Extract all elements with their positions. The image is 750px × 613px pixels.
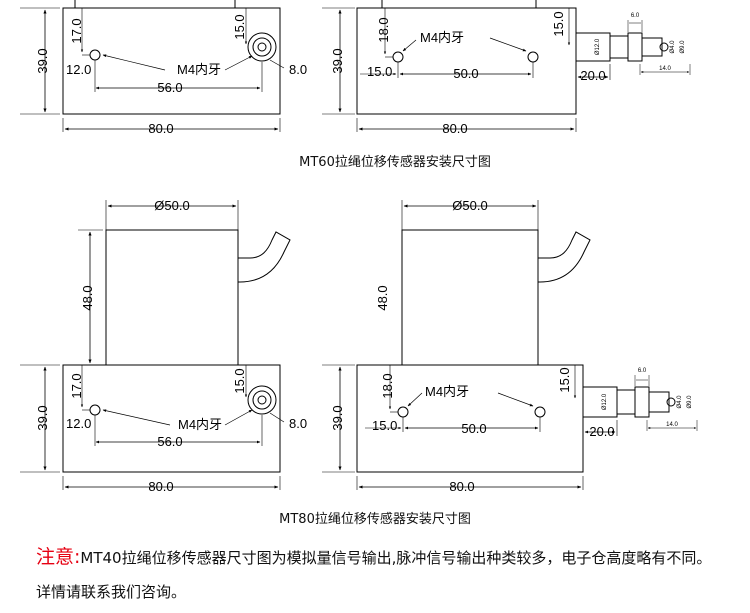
mt80-right-start-label: 15.0 [372,418,397,433]
mt60-right-connector [575,32,611,62]
mt80-right-dia4-label: Ø4.0 [677,395,683,409]
mt60-right-dia12-label: Ø12.0 [595,38,601,55]
mt80-right-height-label: 39.0 [330,405,345,430]
note-label: 注意: [36,546,81,568]
mt60-right-spacing-label: 50.0 [453,66,478,81]
mt80-right-width-label: 80.0 [449,479,474,494]
mt80-right-hole-2 [534,406,546,418]
mt80-left-cable-outlet [238,231,291,283]
mt60-right-width-label: 80.0 [442,121,467,136]
mt60-right-hole-2 [527,51,539,63]
mt60-right-len14-label: 14.0 [659,66,671,72]
mt80-left-hole-x-label: 12.0 [66,416,91,431]
note-text: MT40拉绳位移传感器尺寸图为模拟量信号输出,脉冲信号输出种类较多，电子仓高度略… [36,549,712,601]
mt60-right-thread-label: M4内牙 [420,30,464,45]
mt80-caption: MT80拉绳位移传感器安装尺寸图 [279,511,471,527]
mt80-left-hole-y-label: 17.0 [69,373,84,398]
mt60-left-thread-label: M4内牙 [177,62,221,77]
mt80-right-spacing-label: 50.0 [461,421,486,436]
mt60-right-hole-y-label: 18.0 [376,17,391,42]
mt80-right-exit-y-label: 15.0 [557,367,572,392]
mt60-right-dia4-label: Ø4.0 [670,40,676,54]
mt60-left-height-label: 39.0 [35,48,50,73]
mt60-right-small-6-label: 6.0 [631,13,640,19]
mt60-left-hole [89,49,101,61]
mt80-right-hole-y-label: 18.0 [380,373,395,398]
mt80-right-dia12-label: Ø12.0 [602,393,608,410]
mt60-right-view [322,0,691,132]
mt60-left-base [62,7,281,115]
mt80-left-thread-label: M4内牙 [178,417,222,432]
mt60-left-view [20,0,285,132]
mt80-left-width-label: 80.0 [148,479,173,494]
mt80-left-cable-exit [247,385,277,415]
mt80-left-base [62,364,281,473]
mt80-right-cable-outlet [538,231,591,283]
mt60-right-exit-y-label: 15.0 [551,11,566,36]
mt80-right-view [322,200,698,490]
mt80-left-exit-x-label: 8.0 [289,416,307,431]
mt60-caption: MT60拉绳位移传感器安装尺寸图 [299,154,491,170]
mt60-left-spacing-label: 56.0 [157,80,182,95]
mt80-left-body-h-label: 48.0 [80,285,95,310]
mt60-left-hole-x-label: 12.0 [66,62,91,77]
mt80-right-small-6-label: 6.0 [638,368,647,374]
mt80-right-connector-label: 20.0 [589,424,614,439]
installation-note: 注意:MT40拉绳位移传感器尺寸图为模拟量信号输出,脉冲信号输出种类较多，电子仓… [36,540,726,609]
mt60-left-cable-exit [247,32,277,62]
mt80-right-base [356,364,584,473]
mt60-left-width-label: 80.0 [148,121,173,136]
mt80-left-exit-y-label: 15.0 [232,368,247,393]
mt60-right-start-label: 15.0 [367,64,392,79]
mt80-left-view [20,200,291,490]
mt80-left-height-label: 39.0 [35,405,50,430]
mt80-right-diameter-label: Ø50.0 [452,198,487,213]
mt80-left-hole [89,404,101,416]
mt60-right-dia9-label: Ø9.0 [680,40,686,54]
mt80-right-len14-label: 14.0 [666,422,678,428]
mt80-right-dia9-label: Ø9.0 [687,395,693,409]
mt60-left-exit-y-label: 15.0 [232,14,247,39]
mt80-left-spacing-label: 56.0 [157,434,182,449]
mt60-right-connector-label: 20.0 [580,68,605,83]
mt80-right-hole-1 [397,406,409,418]
mt80-right-thread-label: M4内牙 [425,384,469,399]
mt80-right-body-h-label: 48.0 [375,285,390,310]
mt60-right-hole-1 [392,51,404,63]
mt60-left-hole-y-label: 17.0 [69,18,84,43]
mt80-right-body [401,229,539,366]
mt80-right-connector [582,386,618,418]
mt60-right-height-label: 39.0 [330,48,345,73]
mt80-left-diameter-label: Ø50.0 [154,198,189,213]
mt60-left-exit-x-label: 8.0 [289,62,307,77]
mt80-left-body [105,229,239,366]
